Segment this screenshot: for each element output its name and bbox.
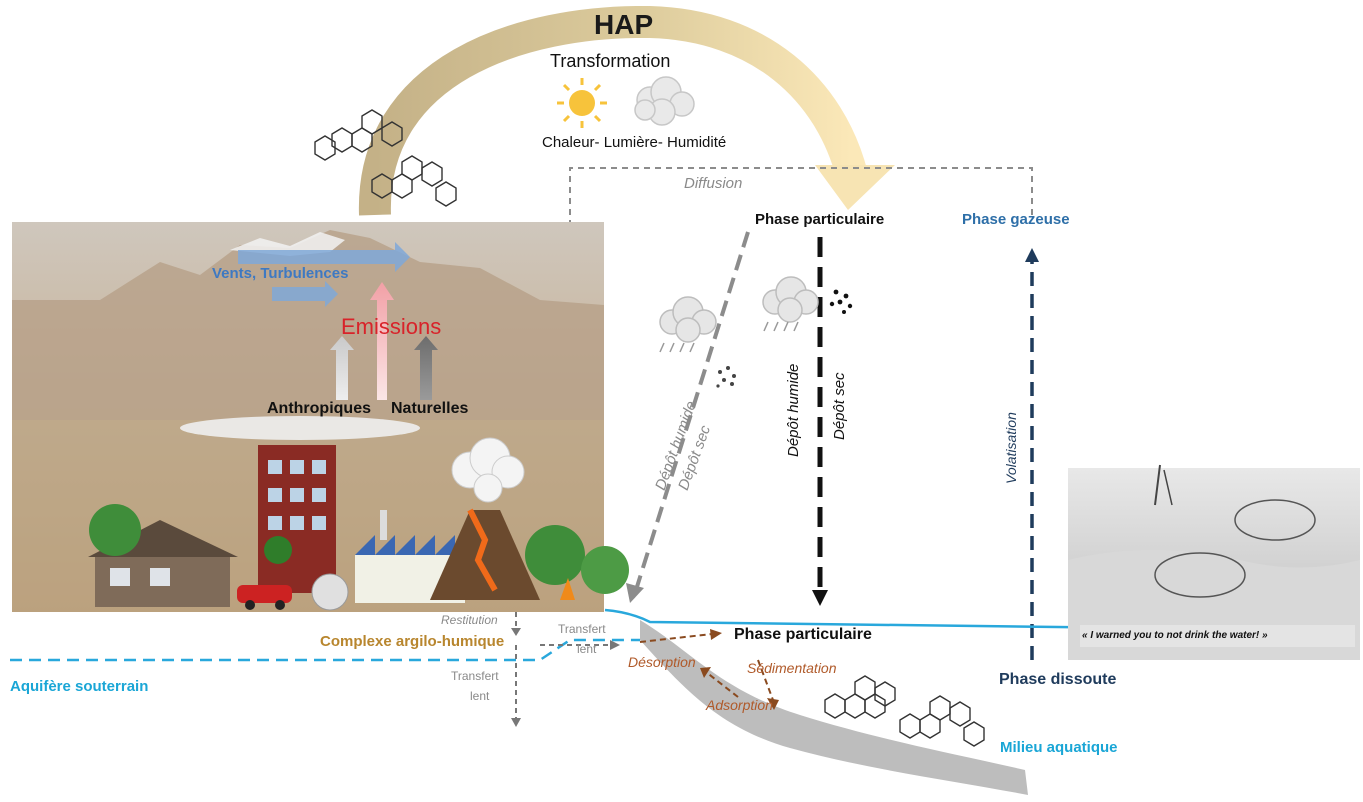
dry-particles-icon bbox=[716, 366, 736, 388]
slow-transfer-lent-2: lent bbox=[470, 689, 490, 703]
rain-cloud-icon bbox=[659, 296, 717, 353]
natural-label: Naturelles bbox=[391, 400, 469, 417]
transformation-heading: Transformation bbox=[550, 51, 671, 71]
clay-humus-complex-label: Complexe argilo-humique bbox=[320, 633, 505, 650]
hap-molecule-icon bbox=[824, 675, 896, 719]
dissolved-phase-label: Phase dissoute bbox=[999, 671, 1117, 688]
hap-molecule-icon bbox=[371, 155, 457, 207]
diagram-title: HAP bbox=[594, 9, 654, 40]
transport-arc bbox=[358, 5, 868, 216]
slow-transfer-lent-1: lent bbox=[577, 642, 597, 656]
volatisation-arrowhead bbox=[1025, 248, 1039, 262]
cloud-icon bbox=[634, 76, 695, 126]
winds-label: Vents, Turbulences bbox=[212, 265, 349, 282]
soil-transfer-arrows bbox=[515, 612, 612, 720]
water-exchange-arrows bbox=[639, 633, 774, 701]
left-deposition-arrowhead bbox=[626, 583, 644, 603]
center-dry-deposition-label: Dépôt sec bbox=[831, 372, 848, 440]
gas-phase-label: Phase gazeuse bbox=[962, 211, 1070, 228]
air-particulate-phase-label: Phase particulaire bbox=[755, 211, 885, 228]
sediment-band bbox=[640, 620, 1028, 795]
aquifer-label: Aquifère souterrain bbox=[10, 678, 149, 695]
rain-cloud-icon bbox=[762, 276, 819, 332]
hap-molecule-icon bbox=[314, 109, 403, 161]
water-surface-line bbox=[604, 608, 1141, 630]
sun-icon bbox=[557, 78, 607, 128]
emissions-label: Emissions bbox=[341, 314, 442, 339]
water-quote-caption: « I warned you to not drink the water! » bbox=[1082, 630, 1268, 641]
polluted-water-image bbox=[1068, 464, 1360, 660]
emission-scene-image bbox=[12, 222, 629, 612]
water-exchange-arrowheads bbox=[700, 629, 779, 710]
dry-particles-icon bbox=[829, 289, 853, 314]
desorption-label: Désorption bbox=[628, 654, 696, 670]
diffusion-label: Diffusion bbox=[684, 175, 743, 192]
slow-transfer-label-2: Transfert bbox=[451, 669, 499, 683]
adsorption-label: Adsorption bbox=[706, 697, 773, 713]
hap-molecule-icon bbox=[899, 695, 985, 747]
anthropogenic-label: Anthropiques bbox=[267, 400, 371, 417]
soil-transfer-arrowheads bbox=[511, 628, 620, 727]
restitution-label: Restitution bbox=[441, 613, 498, 627]
water-particulate-phase-label: Phase particulaire bbox=[734, 626, 872, 643]
sedimentation-label: Sédimentation bbox=[747, 660, 837, 676]
slow-transfer-label-1: Transfert bbox=[558, 622, 606, 636]
volatisation-label: Volatisation bbox=[1003, 412, 1019, 484]
transformation-factors: Chaleur- Lumière- Humidité bbox=[542, 134, 727, 151]
transport-arc-head bbox=[815, 165, 895, 210]
center-wet-deposition-label: Dépôt humide bbox=[785, 363, 802, 457]
aquatic-environment-label: Milieu aquatique bbox=[1000, 739, 1118, 756]
center-deposition-arrowhead bbox=[812, 590, 828, 606]
left-deposition-line bbox=[634, 231, 750, 591]
